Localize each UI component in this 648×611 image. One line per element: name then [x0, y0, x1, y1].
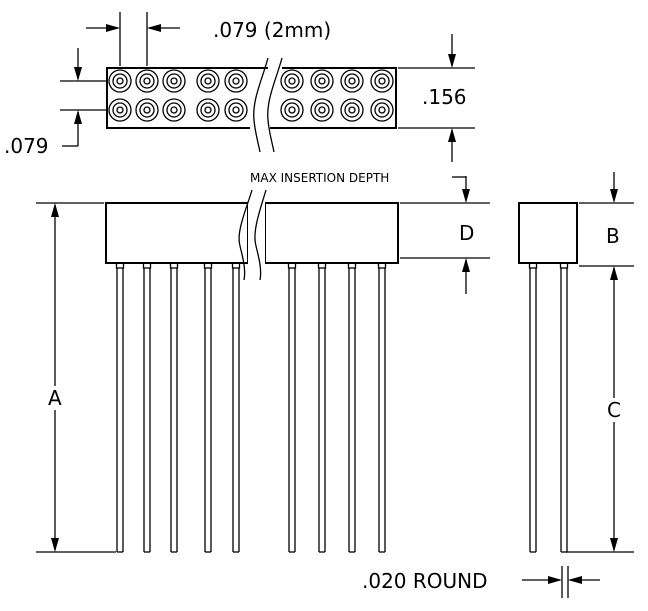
row-spacing-label: .156	[422, 85, 467, 109]
front-pin	[142, 262, 152, 553]
front-pin	[115, 262, 125, 553]
top-dimensions: .079 (2mm) .079 .156	[4, 12, 475, 162]
top-view	[106, 57, 397, 153]
dim-b-label: B	[606, 224, 620, 248]
contact-hole	[370, 98, 394, 122]
edge-offset-label: .079	[4, 134, 49, 158]
contact-hole	[340, 69, 364, 93]
contact-hole	[135, 98, 159, 122]
contact-hole	[340, 98, 364, 122]
front-pin	[287, 262, 297, 553]
top-break-line-right	[267, 57, 283, 153]
side-pin	[528, 262, 538, 553]
contact-hole	[280, 98, 304, 122]
contact-hole	[135, 69, 159, 93]
front-housing-right	[264, 202, 399, 264]
side-pin	[559, 262, 569, 553]
top-view-housing-left	[106, 67, 268, 129]
contact-hole	[224, 69, 248, 93]
front-pins	[115, 262, 387, 553]
contact-hole	[162, 98, 186, 122]
contact-hole	[196, 69, 220, 93]
top-break-line-left	[253, 57, 269, 153]
pin-diameter-label: .020 ROUND	[362, 569, 488, 593]
contact-hole	[108, 69, 132, 93]
max-insertion-label: MAX INSERTION DEPTH	[250, 171, 389, 185]
contact-hole	[310, 69, 334, 93]
side-housing	[518, 202, 578, 264]
contact-hole	[370, 69, 394, 93]
front-dimensions: A D MAX INSERTION DEPTH	[36, 171, 490, 553]
front-pin	[347, 262, 357, 553]
front-housing-left	[105, 202, 249, 264]
front-pin	[231, 262, 241, 553]
front-view	[105, 189, 399, 553]
side-pins	[528, 262, 569, 553]
contact-hole	[224, 98, 248, 122]
contact-hole	[108, 98, 132, 122]
front-pin	[203, 262, 213, 553]
dim-a-label: A	[48, 386, 62, 410]
side-dimensions: B C .020 ROUND	[362, 172, 634, 598]
top-view-housing-right	[270, 67, 397, 129]
front-break-line-right	[254, 189, 267, 281]
dim-c-label: C	[607, 398, 621, 422]
front-break-line-left	[238, 189, 253, 281]
contact-hole	[280, 69, 304, 93]
contact-hole	[196, 98, 220, 122]
front-pin	[317, 262, 327, 553]
dim-d-label: D	[459, 221, 474, 245]
contact-hole	[162, 69, 186, 93]
contact-grid	[108, 69, 394, 122]
side-view	[518, 202, 578, 553]
contact-hole	[310, 98, 334, 122]
front-pin	[169, 262, 179, 553]
front-pin	[377, 262, 387, 553]
pitch-label: .079 (2mm)	[213, 18, 331, 42]
